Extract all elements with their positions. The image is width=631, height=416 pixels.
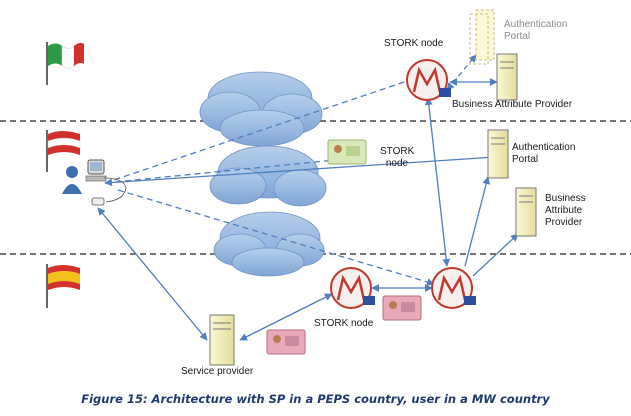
stork-node-bottom-label: STORK node (314, 318, 374, 329)
business-attr-provider-middle-label: Business Attribute Provider (545, 193, 586, 228)
stork-node-top-label: STORK node (384, 38, 444, 49)
id-card-green-icon (327, 139, 367, 165)
stork-node-top-icon (406, 59, 451, 101)
network-cloud (199, 71, 327, 277)
auth-portal-middle-label: Authentication Portal (512, 142, 576, 165)
italy-flag-icon (46, 42, 84, 85)
stork-node-bottom-left-icon (330, 267, 375, 309)
auth-portal-top-label: Authentication Portal (504, 19, 568, 42)
id-card-pink-middle-icon (382, 295, 422, 321)
spain-flag-icon (46, 264, 80, 308)
stork-node-middle-label: STORK node (380, 146, 415, 169)
austria-flag-icon (46, 130, 81, 172)
id-card-pink-bottom-icon (266, 329, 306, 355)
figure-caption: Figure 15: Architecture with SP in a PEP… (81, 392, 550, 406)
connection-arrows (97, 54, 519, 341)
business-attr-provider-middle-server-icon (515, 187, 537, 237)
stork-node-bottom-right-icon (431, 267, 476, 309)
auth-portal-middle-server-icon (487, 129, 509, 179)
auth-portal-top-server-icon (469, 9, 495, 65)
business-attr-provider-top-server-icon (496, 53, 518, 101)
service-provider-label: Service provider (181, 366, 254, 377)
business-attr-provider-top-label: Business Attribute Provider (452, 99, 573, 110)
user-computer-icon (62, 159, 127, 206)
service-provider-server-icon (209, 314, 235, 366)
